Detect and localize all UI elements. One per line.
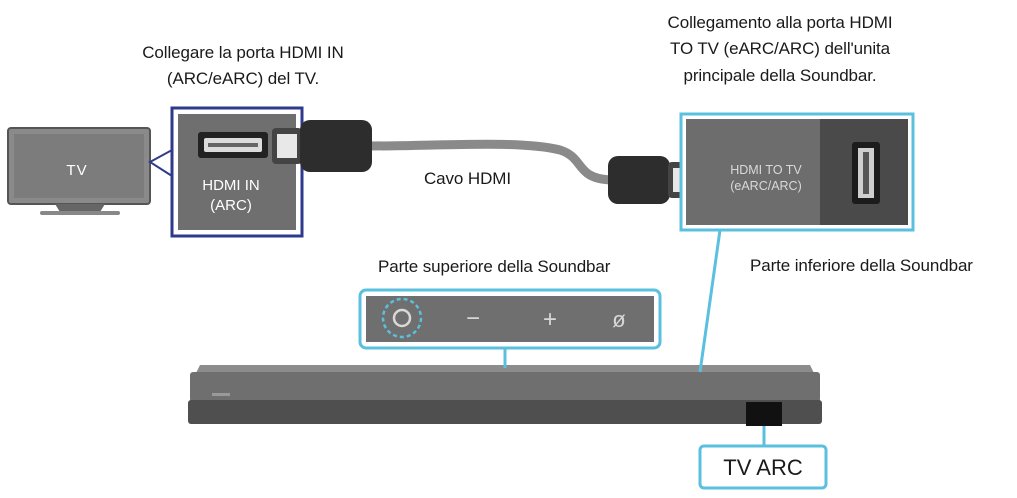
tv-label: TV — [66, 162, 88, 179]
soundbar-top-panel — [358, 288, 662, 350]
soundbar-callout-line1: Collegamento alla porta HDMI — [667, 13, 893, 32]
tvarc-label: TV ARC — [723, 455, 803, 480]
plus-icon: + — [543, 306, 557, 333]
hdmi-to-tv-label-line2: (eARC/ARC) — [730, 179, 802, 194]
mute-icon: ø — [612, 307, 625, 332]
minus-icon: − — [466, 305, 480, 332]
hdmi-in-label-line1: HDMI IN — [202, 177, 260, 194]
soundbar-body — [188, 365, 822, 426]
tv-port-callout: Collegare la porta HDMI IN (ARC/eARC) de… — [108, 40, 378, 93]
soundbar-top-label: Parte superiore della Soundbar — [378, 257, 611, 276]
power-button — [381, 297, 423, 339]
tv-callout-line1: Collegare la porta HDMI IN — [142, 43, 344, 62]
hdmi-to-tv-label-line1: HDMI TO TV — [730, 163, 802, 177]
cable-label: Cavo HDMI — [424, 169, 511, 188]
tv-hdmi-port-box — [170, 106, 304, 238]
soundbar-callout-line3: principale della Soundbar. — [683, 65, 877, 85]
connector-arrow — [148, 148, 173, 178]
power-button-highlight — [381, 297, 423, 339]
tvarc-box — [698, 444, 828, 490]
soundbar-hdmi-port-box — [679, 112, 915, 232]
power-icon — [392, 308, 412, 328]
tv-device — [7, 127, 151, 215]
hdmi-in-label-line2: (ARC) — [210, 197, 252, 215]
left-hdmi-plug — [272, 120, 372, 172]
tv-callout-line2: (ARC/eARC) del TV. — [166, 69, 320, 89]
soundbar-port-callout: Collegamento alla porta HDMI TO TV (eARC… — [615, 10, 945, 89]
soundbar-callout-line2: TO TV (eARC/ARC) dell'unita — [669, 39, 891, 59]
bottom-pointer-line — [698, 229, 722, 373]
hdmi-cable — [365, 139, 615, 185]
hdmi-to-tv-port-label: HDMI TO TV (eARC/ARC) — [714, 162, 818, 195]
soundbar-bottom-label: Parte inferiore della Soundbar — [750, 256, 973, 275]
hdmi-in-port-label: HDMI IN (ARC) — [186, 176, 276, 217]
